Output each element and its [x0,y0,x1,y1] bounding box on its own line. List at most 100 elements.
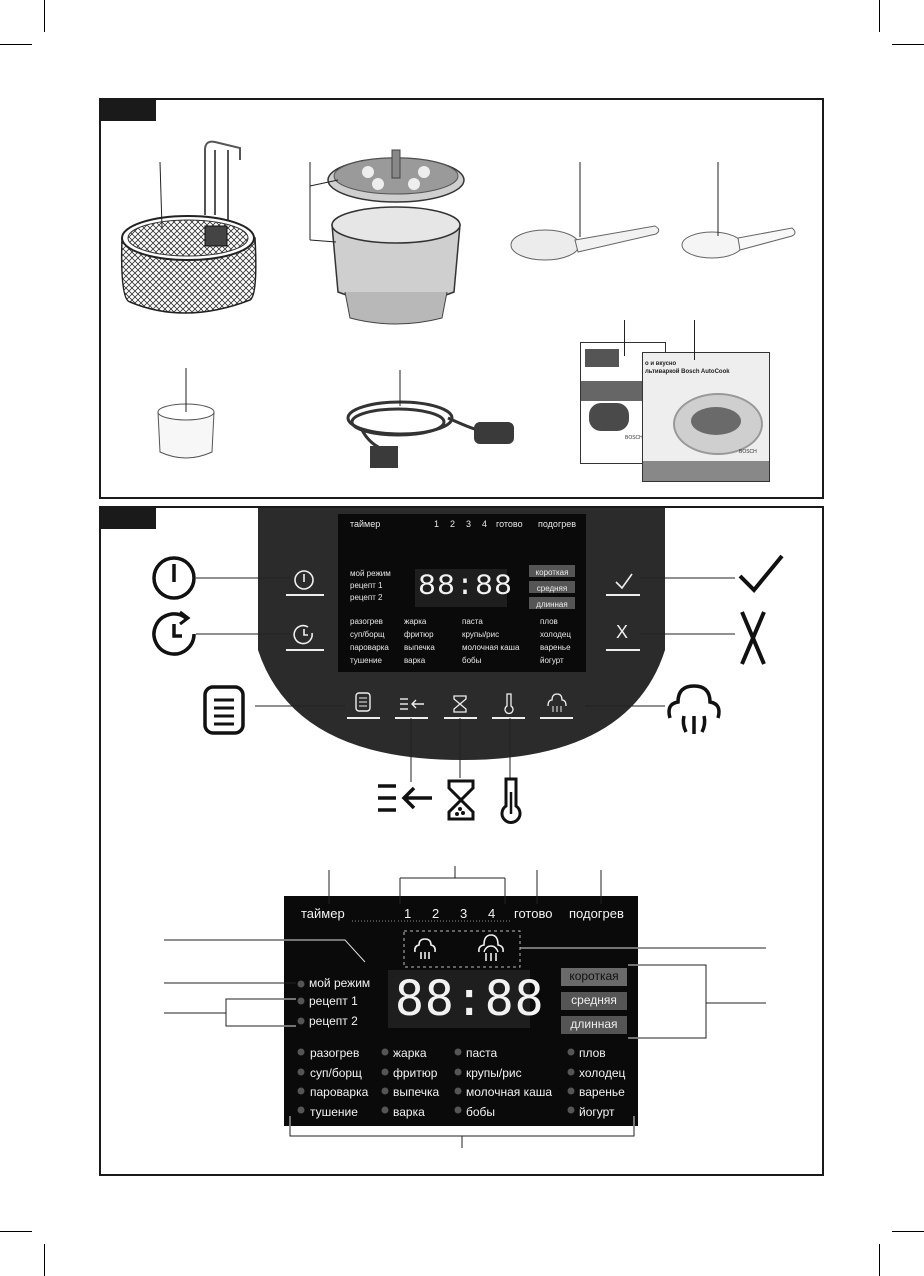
crop-mark [0,1231,32,1232]
crop-mark [892,44,924,45]
crop-mark [0,44,32,45]
ready-label: готово [514,906,553,921]
program-soup: суп/борщ [310,1065,362,1080]
frying-basket [120,140,257,314]
program-beans: бобы [466,1104,496,1119]
crop-mark [44,0,45,32]
stage-3-label: 3 [460,906,468,921]
mini-stage-1: 1 [434,519,440,529]
cookbook-logo: BOSCH [739,449,757,455]
medium-duration-button[interactable]: средняя [571,993,617,1007]
mini-program: крупы/рис [462,630,500,639]
temperature-button[interactable] [503,692,515,715]
timer-button[interactable] [292,622,316,646]
cookbook: о и вкусно льтиваркой Bosch AutoCook BOS… [642,352,770,482]
control-panel-figure [99,506,824,1176]
back-button[interactable] [398,696,426,712]
program-fry: жарка [393,1046,427,1060]
mini-left-modes: мой режим рецепт 1 рецепт 2 [350,568,391,604]
stage-1-label: 1 [404,906,412,921]
time-readout: 88:88 [395,971,545,1027]
confirm-button[interactable] [612,570,636,592]
mini-warm-label: подогрев [538,519,577,529]
rice-spoon [510,162,660,261]
program-bake: выпечка [393,1085,440,1099]
program-column-4: плов холодец варенье йогурт [579,1044,625,1122]
mini-program: пароварка [350,643,389,652]
mini-program: выпечка [404,643,435,652]
accessories-illustration [120,140,796,468]
hourglass-icon [447,779,475,821]
mini-program: фритюр [404,630,434,639]
mini-program: бобы [462,656,482,665]
mini-stage-4: 4 [482,519,488,529]
stage-4-label: 4 [488,906,496,921]
ladle [681,162,796,259]
mini-top-labels: таймер 1 2 3 4 готово подогрев [350,519,580,531]
short-duration-button[interactable]: короткая [569,969,619,983]
thermometer-icon [500,777,522,824]
program-column-1: разогрев суп/борщ пароварка тушение [310,1044,368,1122]
duration-button[interactable] [452,694,468,714]
thermometer-icon [504,693,514,715]
program-jam: варенье [579,1085,625,1099]
manual-logo: BOSCH [625,435,643,441]
accessories-figure [99,98,824,499]
crop-mark [892,1231,924,1232]
cable-connector [370,446,398,468]
mini-program: паста [462,617,483,626]
stage-2-label: 2 [432,906,440,921]
low-pressure-icon [414,938,436,959]
menu-button[interactable] [354,692,372,712]
recipe-1-label: рецепт 1 [309,994,358,1008]
mini-short: короткая [535,568,569,577]
menu-icon [203,685,245,735]
mini-program: варенье [540,643,571,652]
back-icon [378,784,432,812]
crop-mark [44,1244,45,1276]
mini-mode: рецепт 2 [350,593,383,602]
cancel-button[interactable]: X [616,622,629,642]
mini-program: суп/борщ [350,630,385,639]
program-steam: пароварка [310,1085,369,1099]
mini-long: длинная [536,600,568,609]
long-duration-button[interactable]: длинная [570,1017,618,1031]
check-icon [615,573,633,590]
cable-plug [474,422,514,444]
back-icon [400,698,424,710]
steam-icon [667,684,721,734]
check-icon [738,554,784,593]
program-yogurt: йогурт [579,1104,615,1119]
high-pressure-icon [478,934,504,961]
program-grains: крупы/рис [466,1065,522,1080]
my-mode-label: мой режим [309,976,371,990]
crop-mark [879,0,880,32]
hourglass-icon [453,695,467,713]
mini-duration-buttons: короткая средняя длинная [531,565,573,613]
program-pasta: паста [466,1046,498,1060]
measuring-cup [157,368,215,459]
cookbook-title-line1: о и вкусно [645,361,677,367]
figure-tab [100,99,156,121]
cancel-icon [740,611,766,665]
power-button[interactable] [292,568,316,592]
mini-program: молочная каша [462,643,520,652]
mini-time-readout: 88:88 [418,570,514,604]
program-deep-fry: фритюр [393,1065,438,1080]
mini-program: плов [540,617,558,626]
steam-button[interactable] [546,692,568,714]
mini-medium: средняя [536,584,568,593]
power-icon [152,556,196,600]
program-stew: тушение [310,1104,358,1119]
program-porridge: молочная каша [466,1085,553,1099]
power-icon [294,570,314,590]
mini-ready-label: готово [496,519,523,529]
mini-program: разогрев [350,617,383,626]
program-column-3: паста крупы/рис молочная каша бобы [466,1044,552,1122]
mini-program: варка [404,656,426,665]
mini-timer-label: таймер [350,519,381,529]
mini-stage-2: 2 [450,519,456,529]
mini-program: тушение [350,656,382,665]
